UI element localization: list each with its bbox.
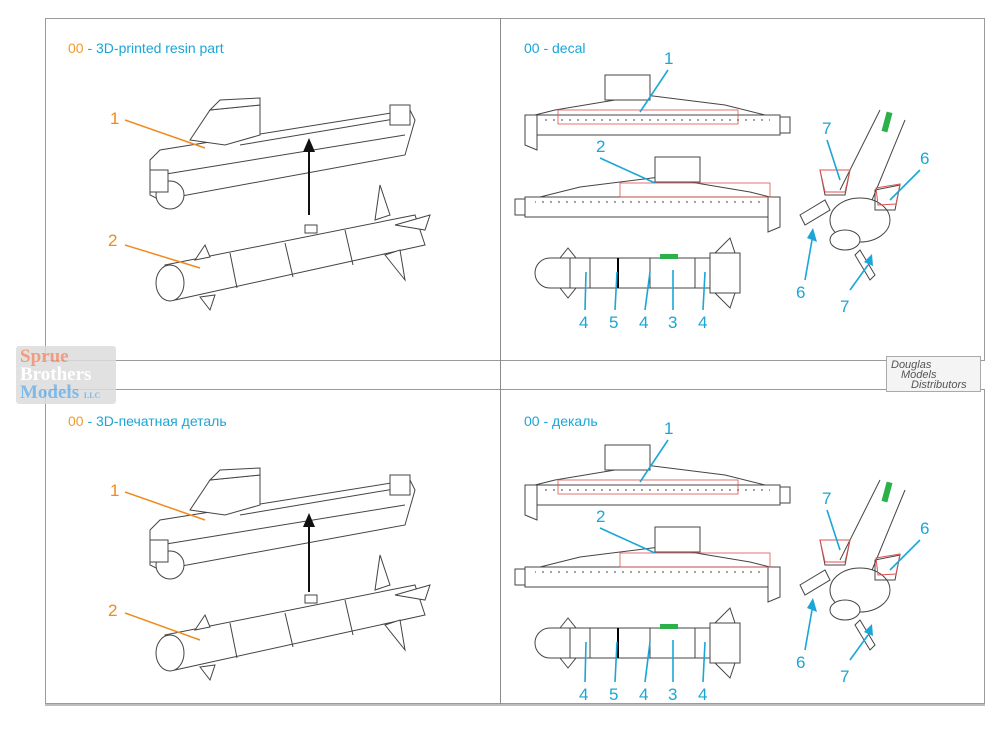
callout-4: 4 (639, 313, 649, 332)
watermark-line: Distributors (911, 379, 967, 391)
callout-4: 4 (698, 313, 708, 332)
step-label: - 3D-printed resin part (83, 40, 224, 56)
callout-4: 4 (579, 685, 589, 704)
watermark-line: Sprue (20, 346, 69, 367)
callout-7: 7 (840, 297, 850, 316)
douglas-models-watermark: Douglas Models Distributors (886, 356, 981, 392)
callout-3: 3 (668, 685, 678, 704)
callout-2: 2 (596, 137, 606, 156)
callout-2: 2 (108, 601, 118, 620)
callout-6: 6 (920, 149, 930, 168)
step-number: 00 (524, 40, 540, 56)
callout-1: 1 (664, 49, 674, 68)
sprue-brothers-watermark: Sprue Brothers Models LLC (16, 346, 116, 404)
panel-title-resin-ru: 00 - 3D-печатная деталь (68, 413, 227, 429)
watermark-line: Models (901, 369, 937, 381)
callout-1: 1 (110, 109, 120, 128)
watermark-text: Models (20, 382, 80, 403)
callout-5: 5 (609, 313, 619, 332)
callout-4: 4 (579, 313, 589, 332)
step-number: 00 (68, 40, 84, 56)
panel-title-decal-en: 00 - decal (524, 40, 586, 56)
panel-title-resin-en: 00 - 3D-printed resin part (68, 40, 224, 56)
column-divider (500, 18, 501, 704)
step-label: - декаль (539, 413, 598, 429)
callout-4: 4 (698, 685, 708, 704)
callout-7: 7 (822, 489, 832, 508)
callout-7: 7 (822, 119, 832, 138)
callout-6: 6 (920, 519, 930, 538)
callout-4: 4 (639, 685, 649, 704)
watermark-line: Douglas (891, 359, 932, 371)
callout-7: 7 (840, 667, 850, 686)
callout-2: 2 (108, 231, 118, 250)
callout-6: 6 (796, 653, 806, 672)
callout-2: 2 (596, 507, 606, 526)
callout-5: 5 (609, 685, 619, 704)
watermark-line: Models LLC (20, 382, 112, 405)
step-number: 00 (68, 413, 84, 429)
callout-1: 1 (110, 481, 120, 500)
callout-1: 1 (664, 419, 674, 438)
section-divider (45, 360, 985, 390)
step-label: - decal (539, 40, 586, 56)
panel-title-decal-ru: 00 - декаль (524, 413, 598, 429)
watermark-line: Brothers (20, 364, 92, 385)
callout-3: 3 (668, 313, 678, 332)
watermark-suffix: LLC (83, 391, 101, 400)
callout-6: 6 (796, 283, 806, 302)
step-number: 00 (524, 413, 540, 429)
step-label: - 3D-печатная деталь (83, 413, 227, 429)
